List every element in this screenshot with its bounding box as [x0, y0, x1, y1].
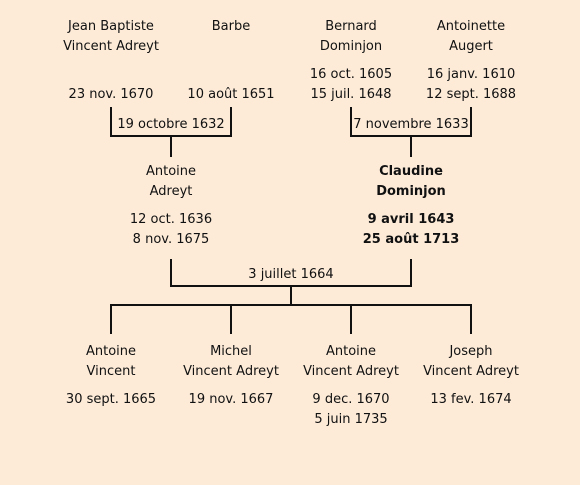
person-dates: 13 fev. 1674 — [430, 392, 512, 407]
person-name: Joseph Vincent Adreyt — [423, 344, 519, 379]
person-child: Antoine Vincent 30 sept. 1665 — [46, 342, 176, 410]
person-name: Claudine Dominjon — [376, 164, 446, 199]
person-name: Bernard Dominjon — [319, 19, 383, 54]
person-grandfather-maternal: Bernard Dominjon 16 oct. 1605 15 juil. 1… — [286, 17, 416, 105]
person-mother: Claudine Dominjon 9 avril 1643 25 août 1… — [346, 162, 476, 250]
person-dates: 9 dec. 1670 5 juin 1735 — [312, 392, 390, 427]
person-child: Antoine Vincent Adreyt 9 dec. 1670 5 jui… — [286, 342, 416, 430]
person-dates: 23 nov. 1670 — [68, 87, 154, 102]
marriage-date-paternal: 19 octobre 1632 — [117, 117, 225, 132]
person-name: Antoine Vincent — [85, 344, 137, 379]
person-dates: 16 oct. 1605 15 juil. 1648 — [309, 67, 393, 102]
person-father: Antoine Adreyt 12 oct. 1636 8 nov. 1675 — [106, 162, 236, 250]
person-name: Antoinette Augert — [436, 19, 506, 54]
person-name: Antoine Adreyt — [145, 164, 197, 199]
person-grandmother-paternal: Barbe 10 août 1651 — [166, 17, 296, 105]
person-child: Joseph Vincent Adreyt 13 fev. 1674 — [406, 342, 536, 410]
person-dates: 19 nov. 1667 — [188, 392, 274, 407]
person-grandfather-paternal: Jean Baptiste Vincent Adreyt 23 nov. 167… — [46, 17, 176, 105]
person-dates: 9 avril 1643 25 août 1713 — [362, 212, 460, 247]
person-dates: 16 janv. 1610 12 sept. 1688 — [425, 67, 517, 102]
person-name: Barbe — [211, 19, 251, 34]
person-dates: 12 oct. 1636 8 nov. 1675 — [129, 212, 213, 247]
person-grandmother-maternal: Antoinette Augert 16 janv. 1610 12 sept.… — [406, 17, 536, 105]
person-name: Jean Baptiste Vincent Adreyt — [63, 19, 159, 54]
marriage-date-maternal: 7 novembre 1633 — [353, 117, 469, 132]
person-child: Michel Vincent Adreyt 19 nov. 1667 — [166, 342, 296, 410]
person-name: Antoine Vincent Adreyt — [303, 344, 399, 379]
person-dates: 10 août 1651 — [187, 87, 275, 102]
person-name: Michel Vincent Adreyt — [183, 344, 279, 379]
marriage-date-parents: 3 juillet 1664 — [248, 267, 334, 282]
person-dates: 30 sept. 1665 — [65, 392, 157, 407]
